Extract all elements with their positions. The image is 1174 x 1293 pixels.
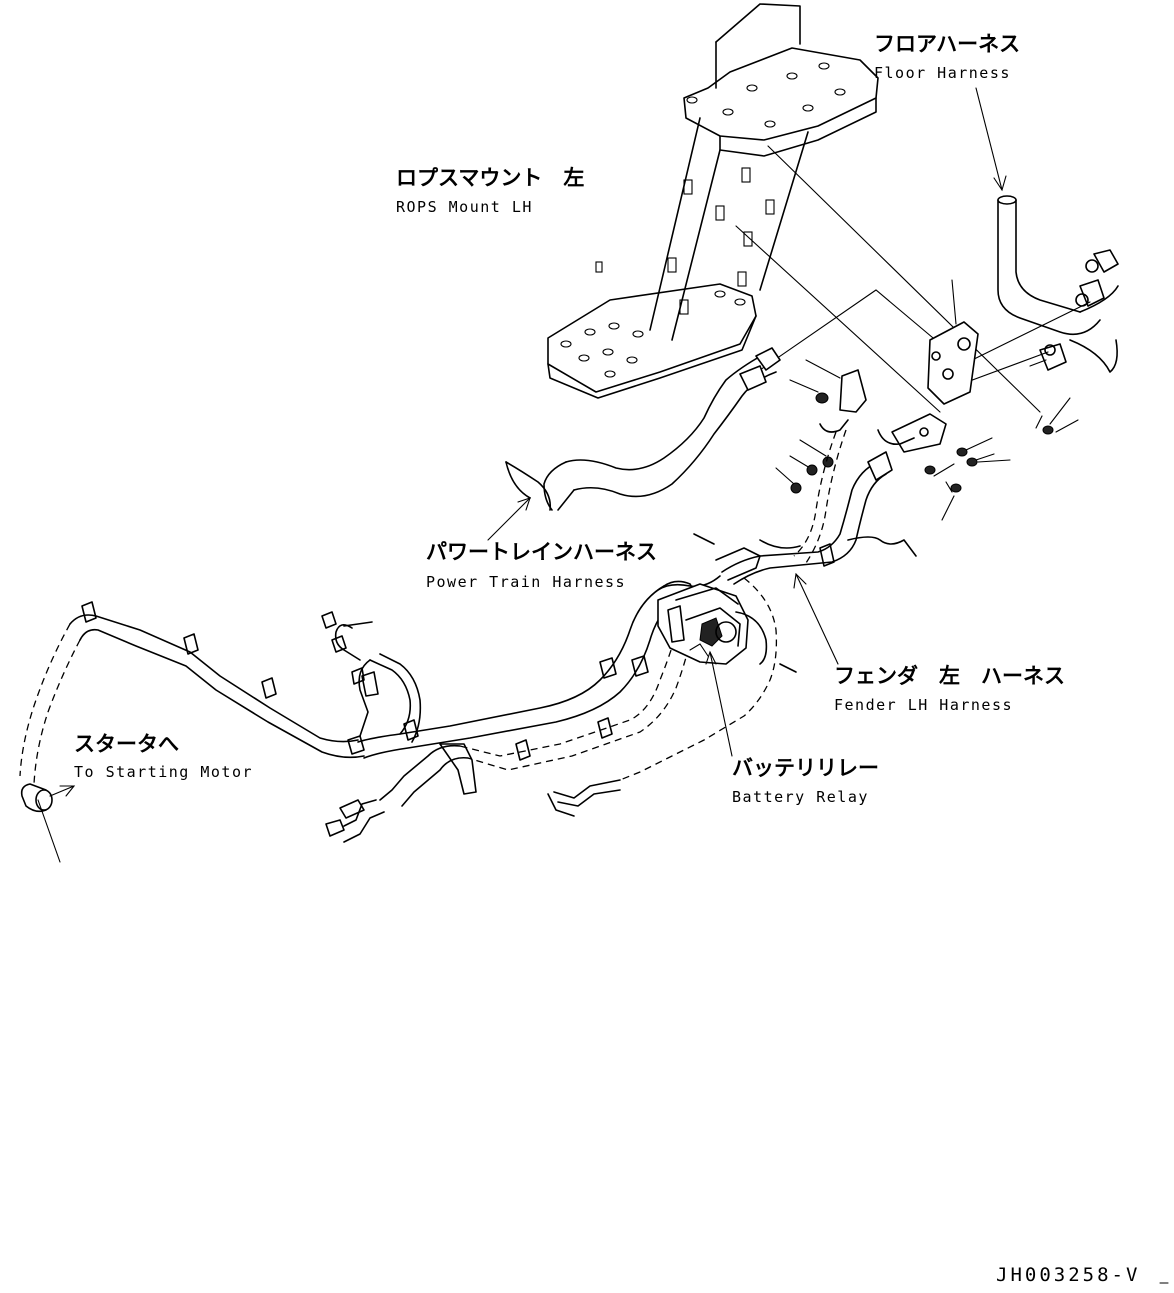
main-harness [19,543,835,843]
fender-harness-label-jp: フェンダ 左 ハーネス [834,664,1065,688]
floor-harness-label-jp: フロアハーネス [874,32,1021,56]
starting-motor-label-en: To Starting Motor [74,763,254,781]
power-train-harness [505,347,801,549]
rops-mount-label-en: ROPS Mount LH [396,198,533,216]
battery-relay-label-en: Battery Relay [732,788,869,806]
rops-mount [547,3,879,399]
starting-motor-label-jp: スタータへ [74,732,179,756]
bracket-assembly [819,321,979,453]
rops-mount-label-jp: ロプスマウント 左 [396,166,585,190]
fender-harness-label-en: Fender LH Harness [834,696,1014,714]
bolts [775,359,1079,521]
floor-harness [997,195,1119,373]
fender-harness [547,429,917,817]
power-train-harness-label-jp: パワートレインハーネス [426,540,657,564]
power-train-harness-label-en: Power Train Harness [426,573,627,591]
drawing-code: JH003258-V [996,1264,1141,1286]
floor-harness-label-en: Floor Harness [874,64,1011,82]
battery-relay-label-jp: バッテリリレー [732,756,879,780]
leader-lines [735,145,1091,413]
battery-relay [657,583,768,665]
label-arrows [37,87,1007,863]
